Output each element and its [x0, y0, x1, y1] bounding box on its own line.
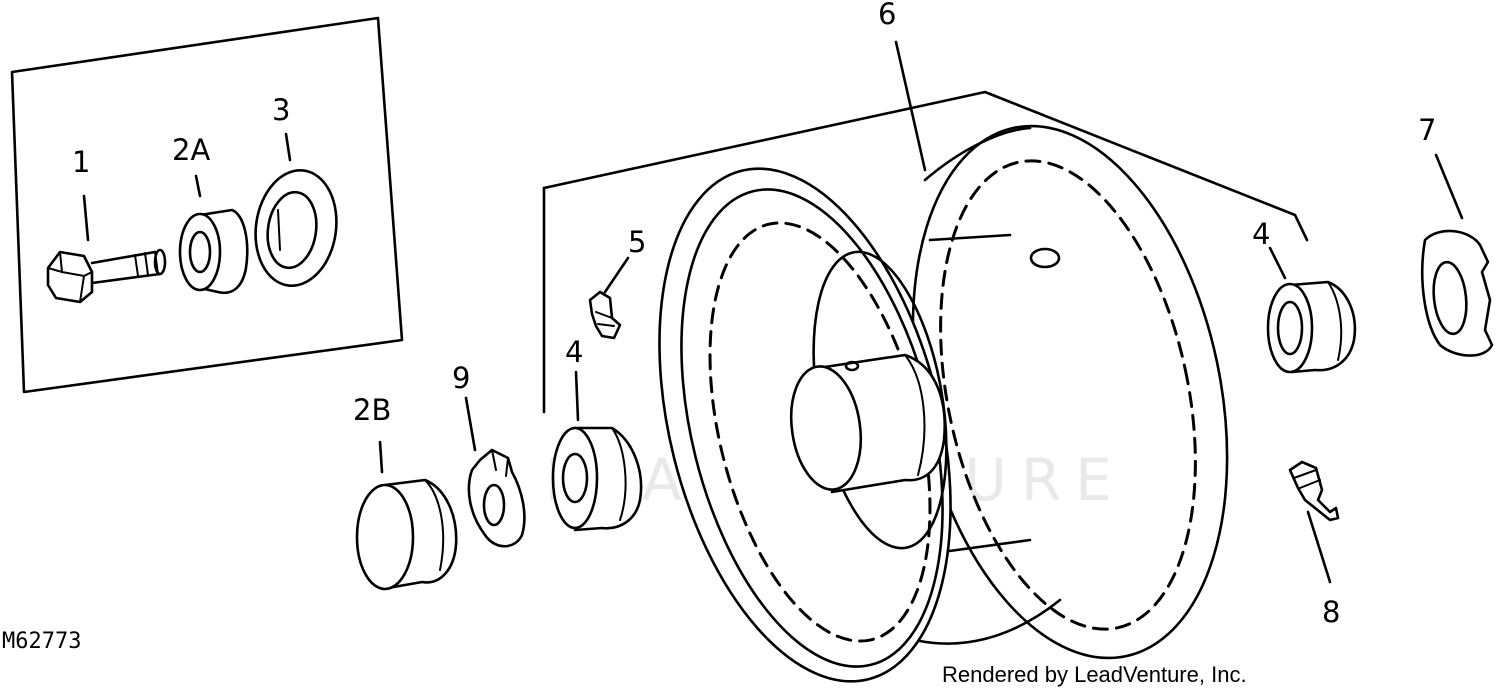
drawing-number: M62773: [2, 629, 81, 654]
grease-fitting-5-part: [588, 290, 622, 340]
callout-6: 6: [878, 0, 896, 31]
washer-3-part: [254, 168, 338, 288]
bearing-4-right-part: [1266, 280, 1357, 374]
leader-lines: [82, 40, 1464, 584]
wheel-6-part: [658, 124, 1229, 683]
callout-5: 5: [628, 225, 646, 259]
callout-2a: 2A: [172, 133, 210, 167]
callout-2b: 2B: [353, 393, 391, 427]
inset-box: [10, 16, 404, 394]
bearing-cap-2a-part: [178, 208, 249, 295]
bolt-part: [46, 248, 167, 304]
wheel-bracket-lines: [542, 90, 1309, 414]
spacer-7-part: [1420, 229, 1494, 357]
valve-stem-8-part: [1288, 460, 1340, 522]
callout-9: 9: [452, 361, 470, 395]
callout-4-right: 4: [1252, 217, 1270, 251]
callout-8: 8: [1322, 595, 1340, 629]
callout-7: 7: [1418, 113, 1436, 147]
bearing-4-left-part: [551, 426, 643, 532]
callout-3: 3: [272, 93, 290, 127]
cap-2b-part: [355, 478, 458, 591]
credit-text: Rendered by LeadVenture, Inc.: [942, 662, 1247, 687]
snap-ring-9-part: [467, 448, 526, 548]
callout-1: 1: [72, 145, 90, 179]
callout-4-left: 4: [565, 335, 583, 369]
